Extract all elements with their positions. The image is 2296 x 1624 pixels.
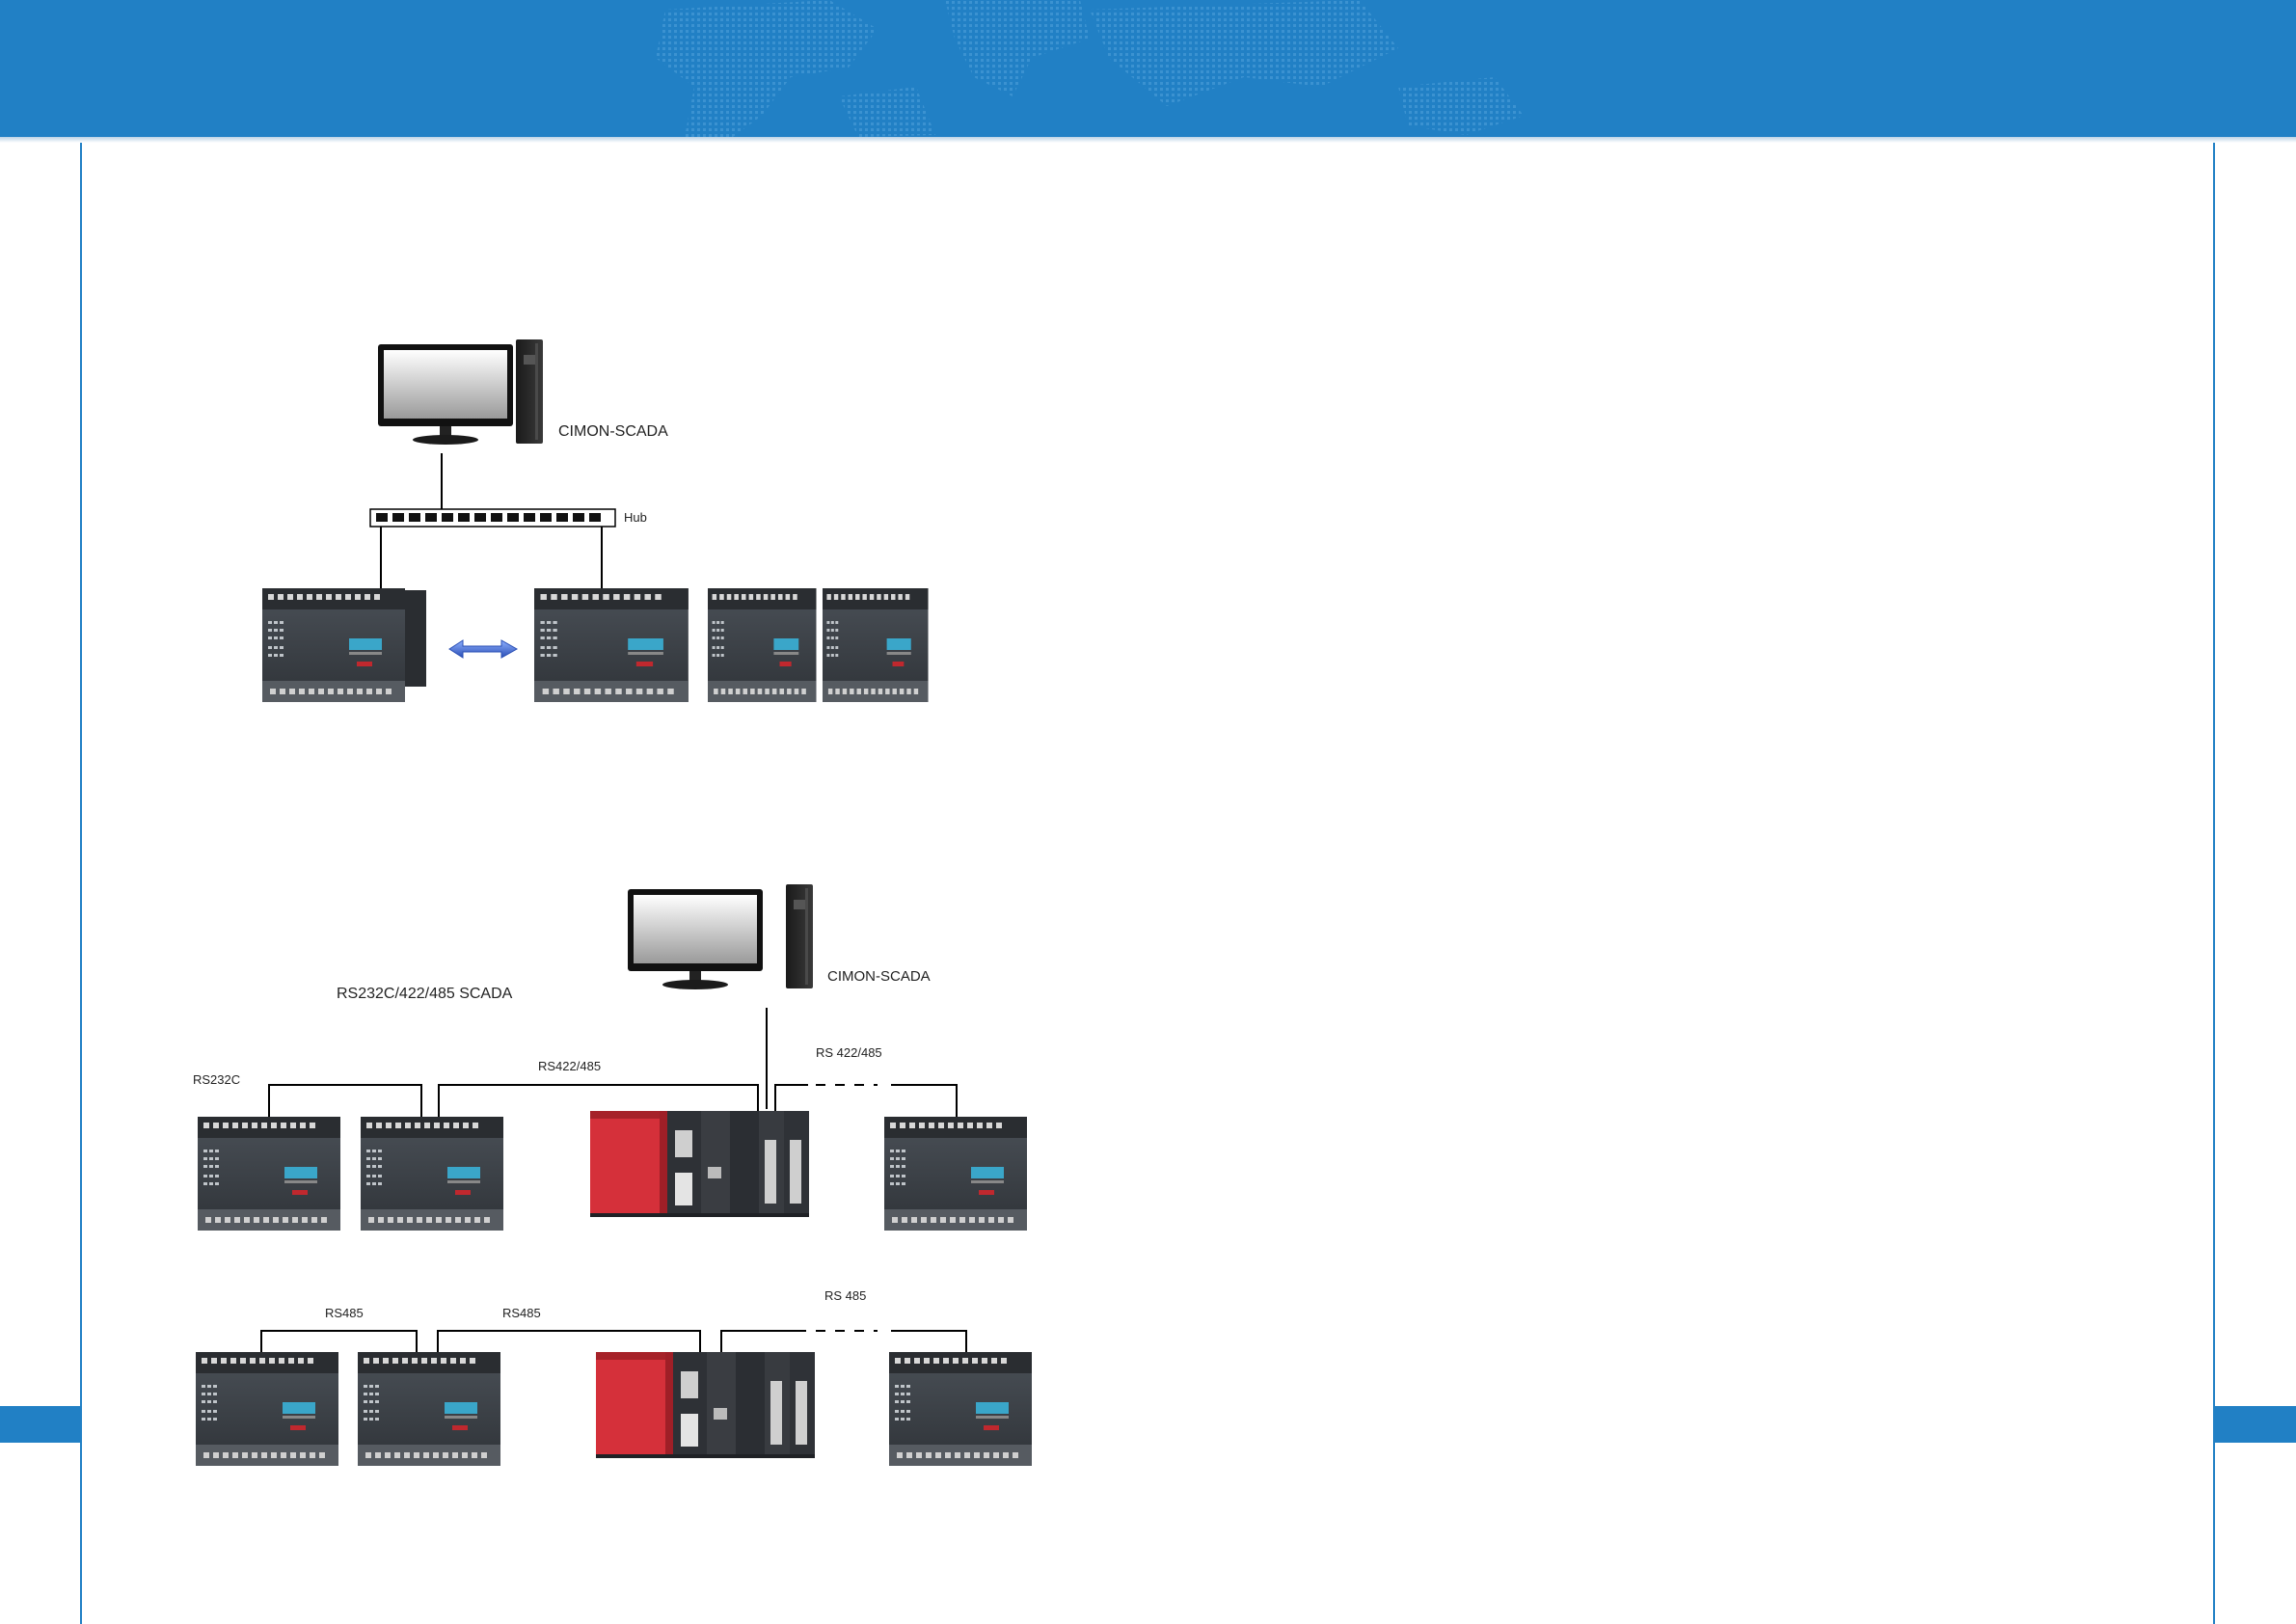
row2-plc-2 xyxy=(358,1352,500,1466)
row2-rs-485-link-a xyxy=(720,1330,806,1352)
row1-rs422-485-label: RS422/485 xyxy=(538,1059,602,1073)
row2-rs485-label-b: RS485 xyxy=(502,1306,541,1320)
row2-rs-485-label: RS 485 xyxy=(824,1288,867,1303)
diagram1-plc-expansion-set xyxy=(534,588,929,702)
diagram2-scada-label: CIMON-SCADA xyxy=(827,968,931,985)
row1-rs232c-label: RS232C xyxy=(193,1072,241,1087)
banner-shadow xyxy=(0,137,2296,143)
row2-rs-485-link-b xyxy=(891,1330,967,1352)
row1-plc-1 xyxy=(198,1117,340,1231)
diagram1-hub-label: Hub xyxy=(624,510,647,525)
row2-rs485-link-b xyxy=(437,1330,701,1352)
left-page-tab xyxy=(0,1406,81,1443)
row2-rs485-label-a: RS485 xyxy=(325,1306,364,1320)
row1-rs-422-485-link-b xyxy=(891,1084,958,1117)
row1-plc-2 xyxy=(361,1117,503,1231)
left-margin-rule xyxy=(80,143,82,1624)
diagram1-hub xyxy=(369,508,616,528)
diagram1-plc-standalone xyxy=(262,588,426,702)
row2-plc-1 xyxy=(196,1352,338,1466)
row1-cpu-rack xyxy=(590,1111,809,1217)
diagram1-scada-label: CIMON-SCADA xyxy=(558,423,668,440)
row1-rs232c-link xyxy=(268,1084,422,1117)
row1-rs-422-485-link-a xyxy=(774,1084,808,1111)
diagram1-bidirectional-arrow-icon xyxy=(448,639,519,659)
world-map-graphic xyxy=(656,0,1524,137)
row2-rs485-link-a xyxy=(260,1330,418,1352)
row2-cpu-rack xyxy=(596,1352,815,1458)
row1-rs422-485-link xyxy=(438,1084,759,1117)
header-banner xyxy=(0,0,2296,137)
diagram1-scada-pc xyxy=(378,339,543,445)
diagram2-scada-pc xyxy=(628,884,813,989)
row2-plc-4 xyxy=(889,1352,1032,1466)
right-page-tab xyxy=(2214,1406,2296,1443)
diagram2-title: RS232C/422/485 SCADA xyxy=(337,986,513,1002)
right-margin-rule xyxy=(2213,143,2215,1624)
row1-plc-4 xyxy=(884,1117,1027,1231)
row1-rs-422-485-label: RS 422/485 xyxy=(816,1045,882,1060)
